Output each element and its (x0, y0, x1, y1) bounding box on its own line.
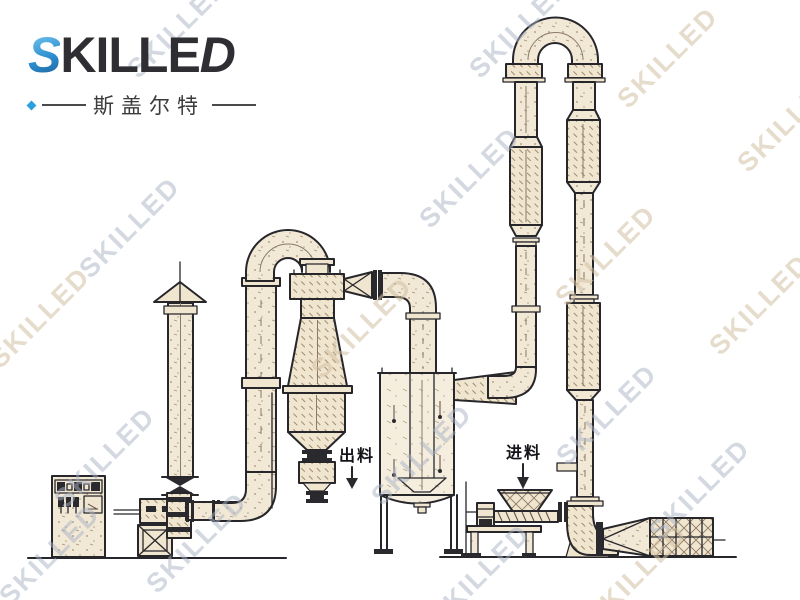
brand-tagline: 斯盖尔特 (26, 90, 256, 120)
brand-letter-d: D (199, 27, 236, 83)
exhaust-stack (153, 261, 207, 478)
feed-label: 进料 (506, 443, 542, 494)
tagline-rule-right (212, 104, 256, 106)
diamond-icon (26, 100, 37, 110)
logo: SKILLED 斯盖尔特 (26, 30, 256, 120)
air-heater (602, 517, 714, 557)
exhaust-duct (185, 229, 331, 522)
control-cabinet (51, 475, 106, 558)
bag-filter-chamber (374, 367, 517, 554)
brand-wordmark: SKILLED (28, 30, 256, 80)
feed-text: 进料 (506, 443, 542, 462)
drying-column-left (487, 81, 543, 399)
discharge-arrow-icon (346, 478, 358, 489)
discharge-text: 出料 (339, 446, 375, 465)
brand-letters: KILLE (60, 27, 200, 83)
rotary-valve (298, 450, 336, 503)
discharge-label: 出料 (339, 446, 375, 489)
cyclone-separator (271, 258, 353, 509)
feed-arrow-icon (517, 477, 529, 489)
tagline-rule-left (42, 104, 86, 106)
screw-feeder (461, 481, 568, 557)
tagline-text: 斯盖尔特 (93, 95, 205, 118)
column-u-bend (502, 16, 606, 83)
drying-column-right (556, 81, 604, 507)
cyclone-outlet-duct (343, 270, 441, 374)
brand-letter-s: S (28, 27, 61, 83)
